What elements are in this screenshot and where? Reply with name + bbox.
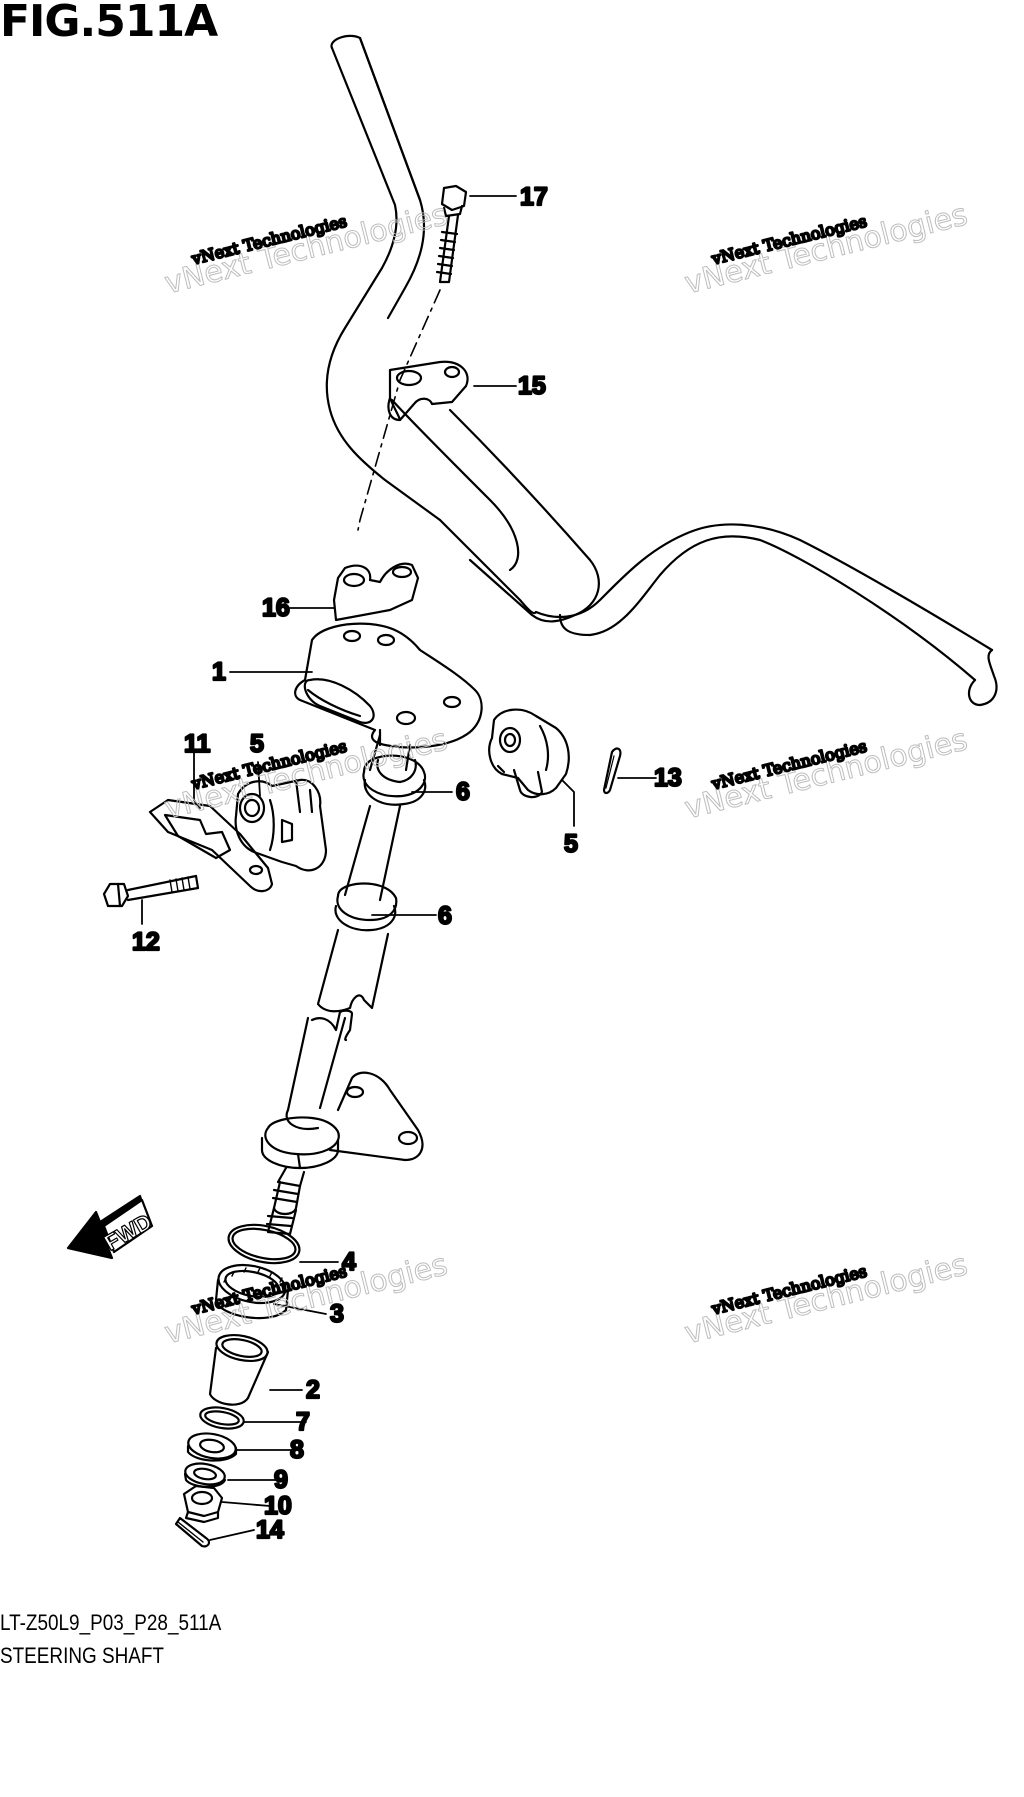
watermark-mid-right: vNext Technologies vNext Technologies <box>681 722 972 827</box>
callout-6-lower: 6 <box>438 902 452 930</box>
lower-clamp-11 <box>332 562 420 622</box>
o-ring-4 <box>227 1223 301 1265</box>
assembly-centerline <box>357 289 441 531</box>
bolt-8 <box>102 874 200 908</box>
callout-16: 10 <box>264 1492 292 1520</box>
watermark-low-right: vNext Technologies vNext Technologies <box>681 1247 972 1352</box>
handlebar-holder-1 <box>294 622 483 749</box>
callout-1: 1 <box>212 658 226 686</box>
callout-10: 15 <box>518 372 546 400</box>
washer-13 <box>199 1406 245 1430</box>
callout-17: 14 <box>256 1516 284 1544</box>
callout-13: 7 <box>296 1408 310 1436</box>
callout-15: 9 <box>274 1466 288 1494</box>
holder-clamp-5-left <box>234 778 328 872</box>
fwd-arrow <box>66 1194 154 1260</box>
callout-6-upper: 6 <box>456 778 470 806</box>
callout-5-right: 5 <box>564 830 578 858</box>
nut-16 <box>182 1484 224 1524</box>
callout-numbers: 17 15 16 1 5 11 6 13 5 6 12 4 3 2 7 8 9 … <box>131 182 683 1545</box>
watermark-low-left: vNext Technologies vNext Technologies <box>161 1247 452 1352</box>
callout-14: 8 <box>290 1436 304 1464</box>
callout-9: 13 <box>654 764 682 792</box>
steering-shaft <box>260 733 427 1236</box>
handlebar <box>325 34 998 707</box>
callout-4: 4 <box>342 1248 356 1276</box>
figure-code: LT-Z50L9_P03_P28_511A <box>0 1610 222 1635</box>
callout-8: 12 <box>132 928 160 956</box>
callout-11: 16 <box>262 594 290 622</box>
seal-3 <box>214 1263 290 1320</box>
callout-5-left: 5 <box>250 730 264 758</box>
cotter-pin-17 <box>174 1516 211 1548</box>
bush-2 <box>208 1333 270 1406</box>
upper-clamp-10 <box>387 360 469 422</box>
figure-title: FIG.511A <box>0 0 218 47</box>
callout-2: 2 <box>306 1376 320 1404</box>
cotter-pin-9 <box>602 747 622 795</box>
callout-3: 3 <box>330 1300 344 1328</box>
bolt-12 <box>435 184 468 284</box>
callout-leaders <box>141 195 657 1541</box>
washer-15 <box>183 1462 227 1488</box>
figure-name: STEERING SHAFT <box>0 1643 164 1668</box>
washer-14 <box>186 1432 238 1462</box>
callout-12: 17 <box>520 183 548 211</box>
callout-7: 11 <box>184 730 211 758</box>
o-ring-4-inner <box>231 1227 297 1261</box>
watermark-top-right: vNext Technologies vNext Technologies <box>681 197 972 302</box>
clamp-plate-7 <box>148 798 274 893</box>
holder-clamp-5-right <box>488 708 570 799</box>
